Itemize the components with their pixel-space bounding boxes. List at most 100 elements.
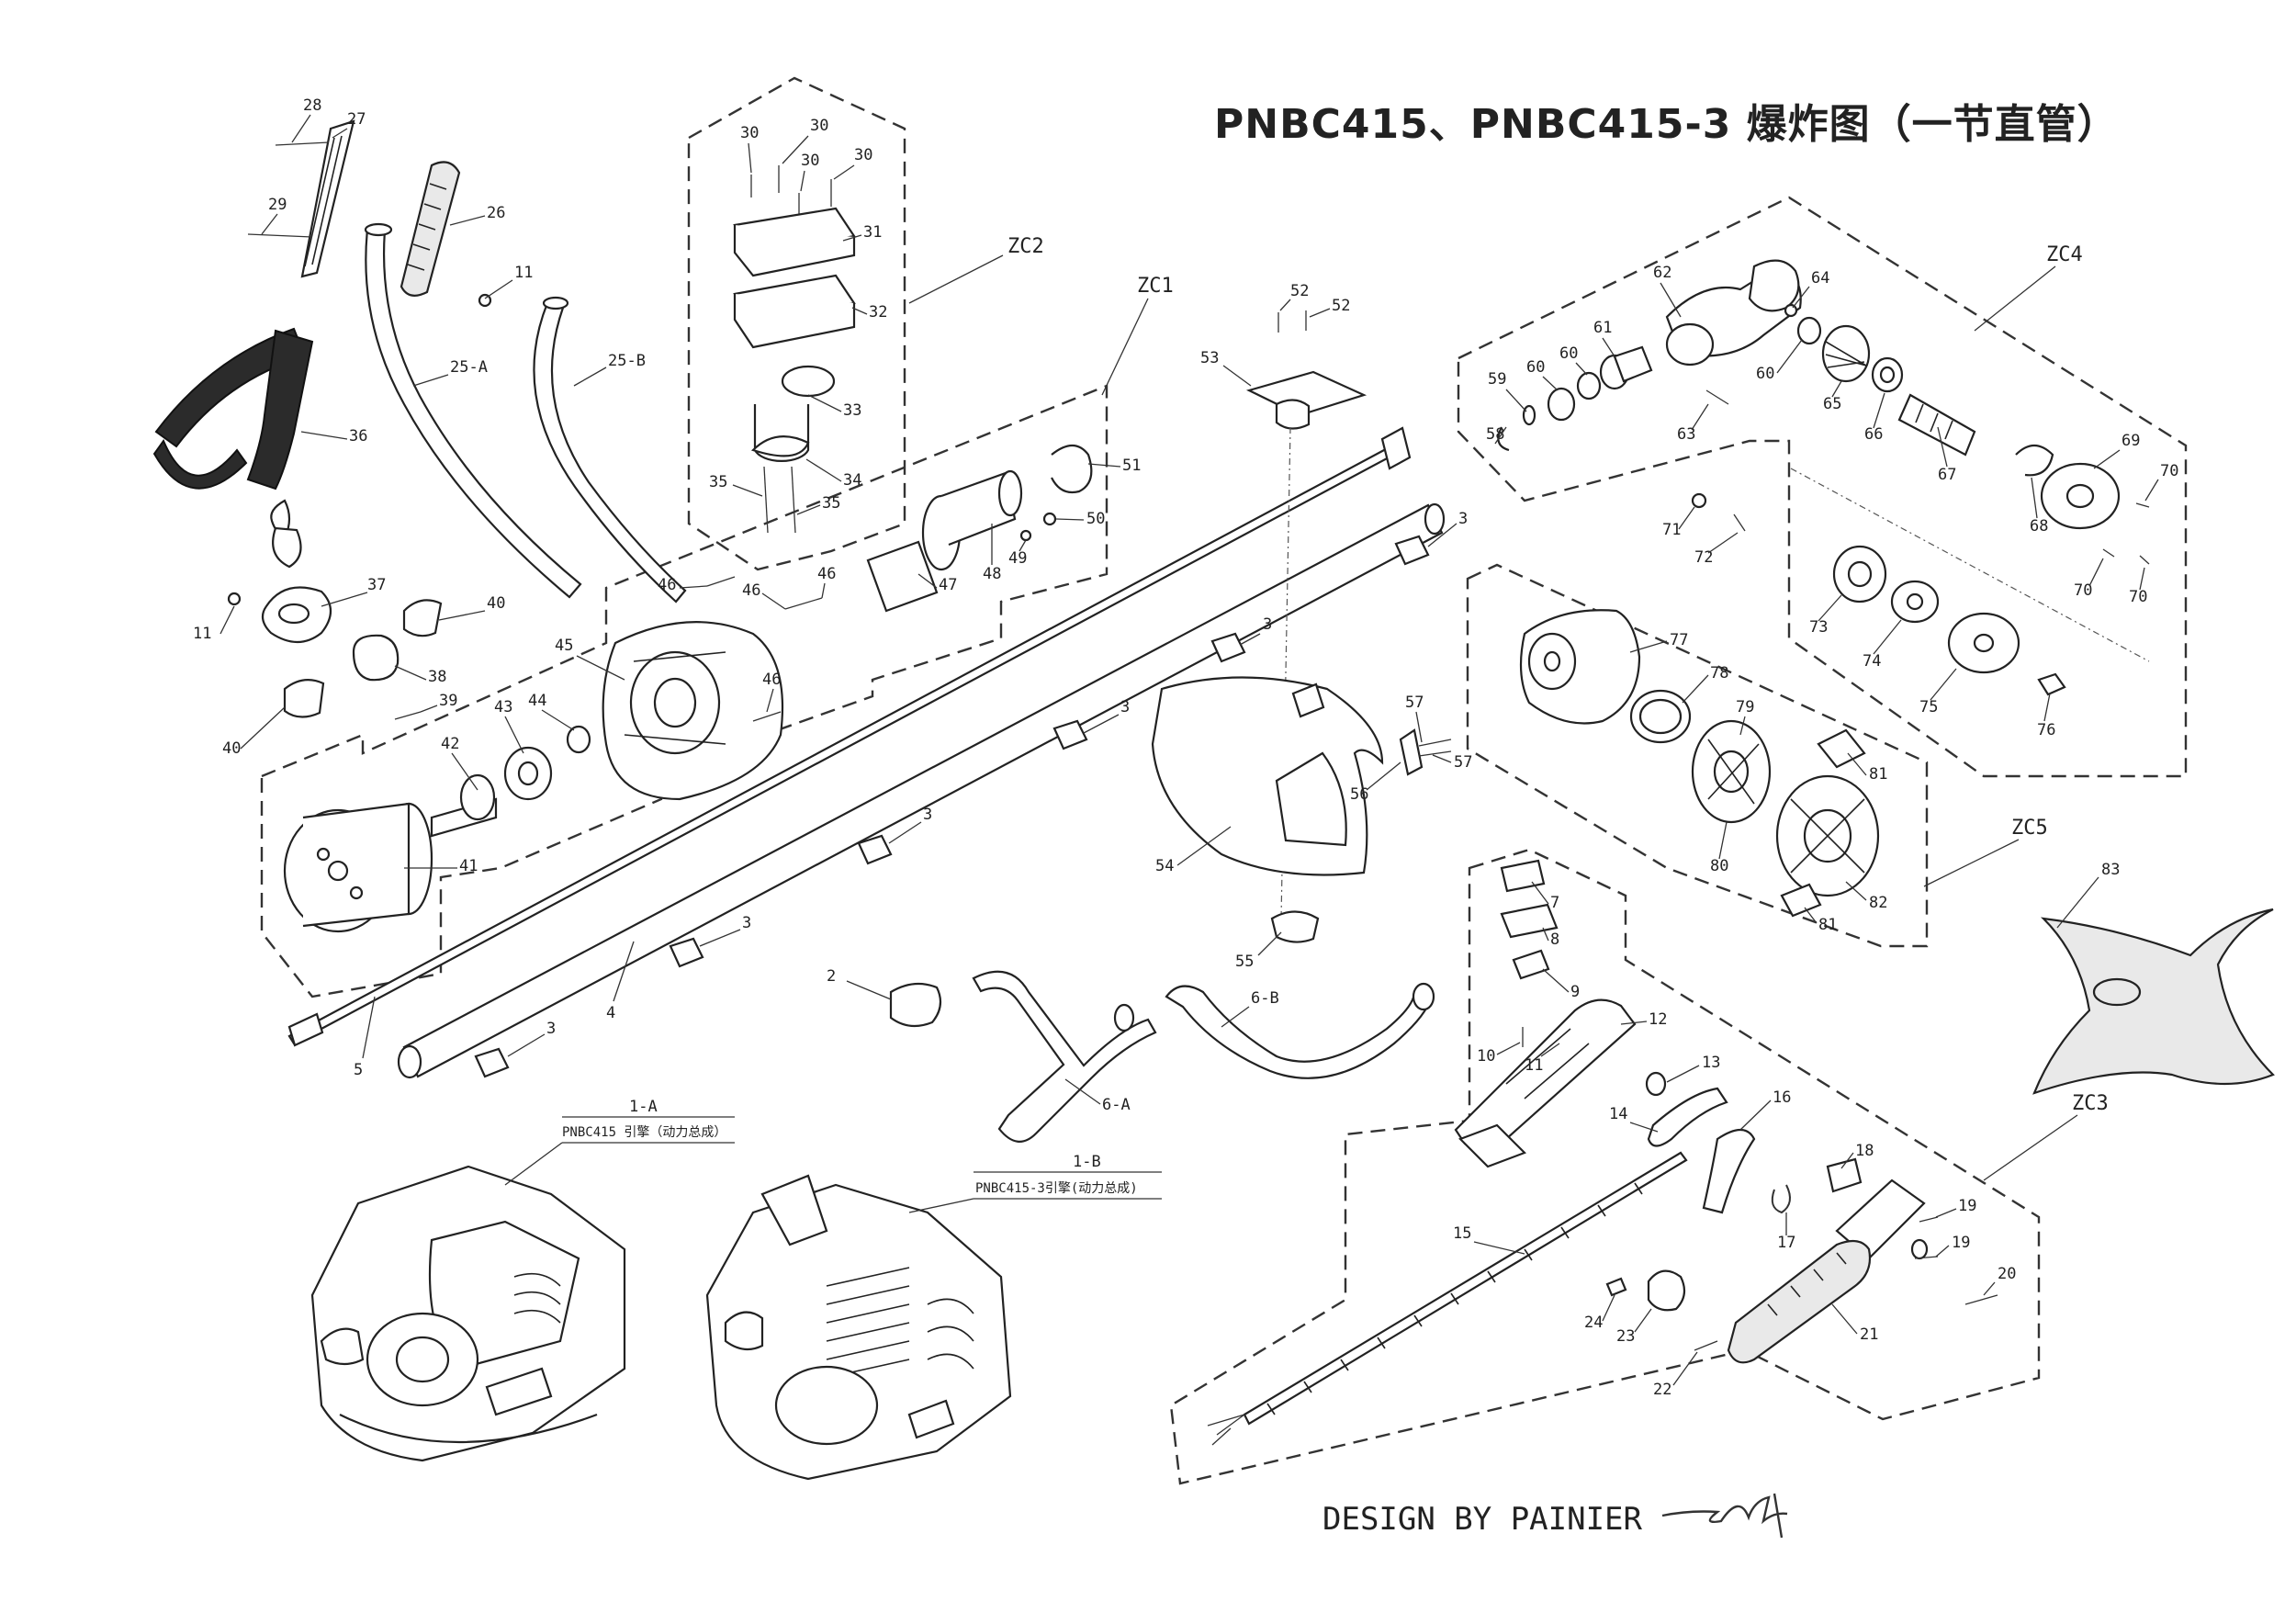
part-label: 60 <box>1526 358 1545 377</box>
part-label: 40 <box>487 594 505 613</box>
part-label: 60 <box>1559 344 1578 363</box>
part-label: 22 <box>1653 1381 1671 1399</box>
part-label: 6-B <box>1251 989 1279 1008</box>
part-label: 30 <box>740 124 759 142</box>
zone-zc5-boundary <box>1466 563 1929 948</box>
part-label: 39 <box>439 692 457 710</box>
part-label: 42 <box>441 735 459 753</box>
part-label: 53 <box>1200 349 1219 367</box>
part-label: 78 <box>1710 664 1728 682</box>
part-label: 56 <box>1350 785 1368 804</box>
part-label: 70 <box>2129 588 2147 606</box>
part-label: 30 <box>801 152 819 170</box>
engine-a-name: PNBC415 引擎（动力总成） <box>562 1125 726 1140</box>
part-label: 10 <box>1477 1047 1495 1066</box>
part-label: 44 <box>528 692 546 710</box>
group-label-zc3: ZC3 <box>2072 1092 2109 1115</box>
part-label: 62 <box>1653 264 1671 282</box>
part-label: 35 <box>822 494 840 513</box>
part-label: 3 <box>1458 510 1468 528</box>
part-label: 77 <box>1670 631 1688 649</box>
part-label: 46 <box>817 565 836 583</box>
part-label: 6-A <box>1102 1096 1131 1114</box>
engine-1b-illustration <box>705 1174 1012 1481</box>
part-label: 13 <box>1702 1054 1720 1072</box>
part-label: 65 <box>1823 395 1841 413</box>
part-label: 11 <box>514 264 533 282</box>
part-label: 69 <box>2122 432 2140 450</box>
part-label: 66 <box>1864 425 1883 444</box>
part-label: 54 <box>1155 857 1174 875</box>
part-label: 57 <box>1405 694 1424 712</box>
part-label: 19 <box>1958 1197 1976 1215</box>
part-label: 64 <box>1811 269 1829 288</box>
engine-b-name: PNBC415-3引擎(动力总成) <box>975 1181 1138 1196</box>
part-label: 24 <box>1584 1314 1603 1332</box>
part-label: 31 <box>863 223 882 242</box>
part-label: 63 <box>1677 425 1695 444</box>
group-label-zc1: ZC1 <box>1137 275 1174 298</box>
part-label: 9 <box>1570 983 1580 1001</box>
part-label: 30 <box>810 117 828 135</box>
group-label-zc5: ZC5 <box>2011 817 2048 840</box>
part-label: 82 <box>1869 894 1887 912</box>
clamp-parts <box>227 586 443 720</box>
part-label: 12 <box>1649 1010 1667 1029</box>
design-credit: DESIGN BY PAINIER <box>1322 1501 1643 1538</box>
part-label: 81 <box>1869 765 1887 784</box>
part-label: 45 <box>555 637 573 655</box>
engine-a-code: 1-A <box>629 1098 658 1116</box>
part-label: 83 <box>2101 861 2120 879</box>
part-label: 71 <box>1662 521 1681 539</box>
part-label: 79 <box>1736 698 1754 716</box>
part-label: 67 <box>1938 466 1956 484</box>
part-label: 3 <box>742 914 751 932</box>
part-label: 18 <box>1855 1142 1874 1160</box>
loop-handle-set <box>889 970 1435 1143</box>
part-label: 3 <box>923 806 932 824</box>
clutch-housing <box>602 444 1093 801</box>
part-label: 4 <box>606 1004 615 1022</box>
part-label: 16 <box>1773 1088 1791 1107</box>
part-label: 7 <box>1550 894 1559 912</box>
part-label: 52 <box>1290 282 1309 300</box>
part-label: 5 <box>354 1061 363 1079</box>
part-label: 35 <box>709 473 727 491</box>
part-label: 37 <box>367 576 386 594</box>
part-label: 57 <box>1454 753 1472 772</box>
part-label: 36 <box>349 427 367 445</box>
gearbox-assembly <box>1497 259 2150 696</box>
part-label: 19 <box>1952 1234 1970 1252</box>
trimmer-head-assembly <box>1519 609 1880 918</box>
zone-zc2-boundary <box>687 76 906 571</box>
group-label-zc4: ZC4 <box>2046 243 2083 266</box>
part-label: 68 <box>2030 517 2048 536</box>
part-label: 25-A <box>450 358 488 377</box>
part-label: 2 <box>827 967 836 986</box>
part-label: 74 <box>1863 652 1881 671</box>
part-label: 49 <box>1008 549 1027 568</box>
part-label: 34 <box>843 471 861 490</box>
part-label: 8 <box>1550 930 1559 949</box>
part-label: 60 <box>1756 365 1774 383</box>
blade-guard <box>1151 310 1452 943</box>
tube-bushings <box>474 535 1430 1078</box>
part-label: 52 <box>1332 297 1350 315</box>
part-label: 33 <box>843 401 861 420</box>
part-label: 20 <box>1998 1265 2016 1283</box>
throttle-handle-assembly <box>1207 859 1998 1446</box>
part-label: 38 <box>428 668 446 686</box>
part-label: 30 <box>854 146 872 164</box>
part-label: 27 <box>347 110 366 129</box>
shoulder-strap <box>152 327 314 569</box>
part-label: 75 <box>1919 698 1938 716</box>
part-label: 3 <box>546 1020 556 1038</box>
part-label: 46 <box>658 576 676 594</box>
part-label: 46 <box>762 671 781 689</box>
part-label: 76 <box>2037 721 2055 739</box>
part-label: 61 <box>1593 319 1612 337</box>
part-label: 23 <box>1616 1327 1635 1346</box>
zone-zc1-boundary <box>260 384 1109 998</box>
clutch-drum <box>283 725 591 933</box>
